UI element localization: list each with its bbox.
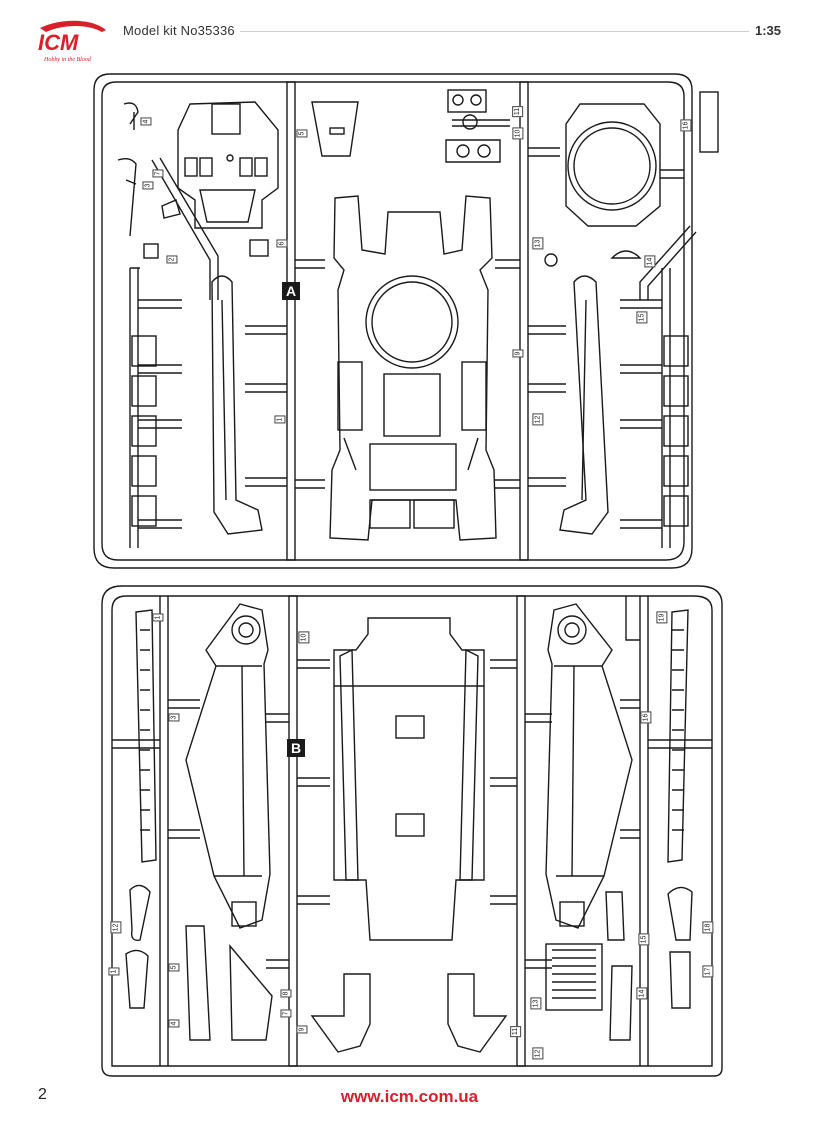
website-link[interactable]: www.icm.com.ua — [340, 1087, 479, 1106]
part-number: 8 — [280, 989, 292, 998]
part-number: 12 — [110, 921, 122, 934]
part-number: 11 — [510, 1025, 522, 1038]
part-number: 7 — [152, 169, 164, 178]
part-number: 10 — [298, 631, 310, 644]
part-number: 14 — [644, 255, 656, 268]
svg-text:Hobby in the Blood: Hobby in the Blood — [43, 57, 92, 63]
sprue-b-label: B — [287, 739, 305, 757]
part-number: 6 — [276, 239, 288, 248]
part-number: 13 — [530, 997, 542, 1010]
page-number: 2 — [38, 1086, 47, 1103]
part-number: 9 — [296, 1025, 308, 1034]
part-number: 11 — [512, 105, 524, 118]
part-number: 4 — [168, 1019, 180, 1028]
icm-logo: ICM Hobby in the Blood — [38, 20, 106, 63]
part-number: 1 — [108, 967, 120, 976]
part-number: 4 — [140, 117, 152, 126]
part-number: 14 — [636, 987, 648, 1000]
model-title: Model kit No35336 — [123, 23, 235, 38]
part-number: 13 — [532, 237, 544, 250]
part-number: 1 — [152, 613, 164, 622]
sprue-b-parts — [125, 603, 693, 1053]
part-number: 18 — [702, 921, 714, 934]
part-number: 9 — [512, 349, 524, 358]
part-number: 3 — [142, 181, 154, 190]
part-number: 2 — [166, 255, 178, 264]
part-number: 17 — [702, 965, 714, 978]
part-number: 1 — [274, 415, 286, 424]
part-number: 19 — [656, 611, 668, 624]
part-number: 15 — [638, 933, 650, 946]
part-number: 5 — [296, 129, 308, 138]
part-number: 12 — [532, 413, 544, 426]
scale-label: 1:35 — [754, 23, 781, 38]
part-number: 3 — [168, 713, 180, 722]
svg-text:ICM: ICM — [38, 30, 79, 55]
sprue-a-parts — [117, 89, 689, 541]
sprue-b-frame — [101, 585, 723, 1077]
part-number: 16 — [680, 119, 692, 132]
sprue-a-frame — [93, 73, 719, 569]
part-number: 12 — [532, 1047, 544, 1060]
part-number: 15 — [636, 311, 648, 324]
part-number: 5 — [168, 963, 180, 972]
part-number: 10 — [512, 127, 524, 140]
part-number: 16 — [640, 711, 652, 724]
header-divider — [240, 31, 749, 32]
part-number: 7 — [280, 1009, 292, 1018]
sprue-a-label: A — [282, 282, 300, 300]
